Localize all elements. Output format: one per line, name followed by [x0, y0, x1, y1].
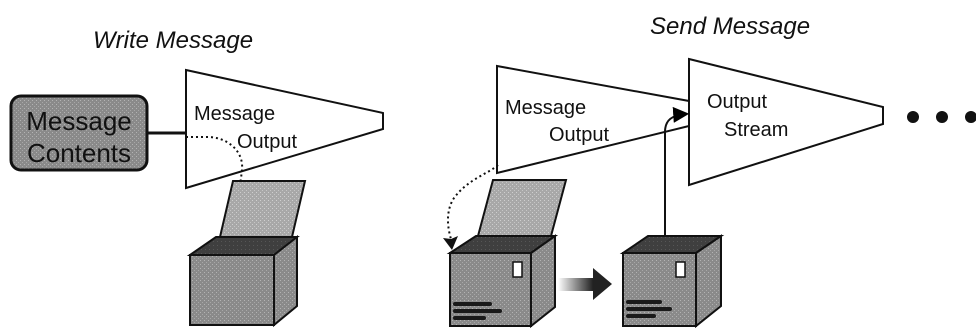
message-contents-box: Message Contents — [9, 94, 149, 172]
right-message-output-line1: Message — [505, 97, 586, 119]
sent-box-shipping-label — [626, 300, 672, 318]
sent-box — [619, 234, 725, 329]
message-contents-line2: Contents — [27, 138, 131, 168]
right-box-window-icon — [512, 261, 523, 278]
continuation-dots — [907, 111, 976, 123]
output-stream-line1: Output — [707, 91, 767, 113]
write-message-title: Write Message — [93, 27, 253, 54]
left-message-output-triangle: Message Output — [185, 68, 384, 190]
send-message-title: Send Message — [650, 13, 810, 40]
right-box-shipping-label — [453, 302, 502, 320]
right-dotted-flow — [447, 164, 499, 240]
left-output-line2: Output — [237, 131, 297, 153]
right-flow-arrowhead-icon — [443, 236, 458, 250]
transfer-arrow — [558, 268, 612, 300]
right-open-box — [446, 179, 568, 329]
output-stream-line2: Stream — [724, 119, 788, 141]
message-contents-line1: Message — [26, 106, 132, 136]
left-output-line1: Message — [194, 103, 275, 125]
right-message-output-line2: Output — [549, 124, 609, 146]
sent-box-window-icon — [675, 261, 686, 278]
sent-box-to-stream-arrow — [664, 106, 690, 236]
left-open-box — [186, 180, 307, 328]
right-message-output-triangle: Message Output — [496, 64, 690, 175]
output-stream-triangle: Output Stream — [688, 57, 884, 187]
